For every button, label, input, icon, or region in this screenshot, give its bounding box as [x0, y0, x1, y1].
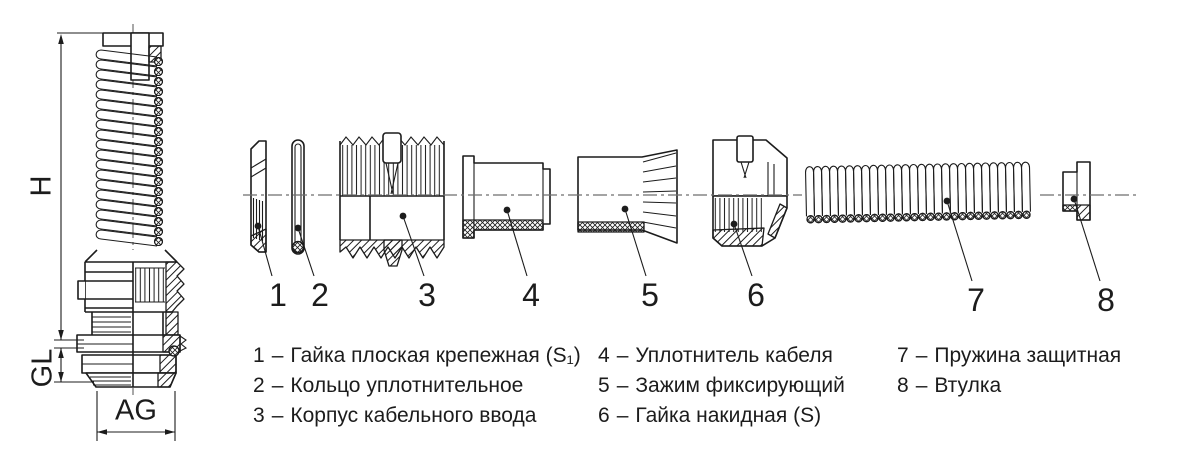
callout-8: 8 — [1097, 282, 1115, 318]
legend-part-number: 8 — [897, 374, 909, 397]
legend-dash: – — [616, 374, 629, 397]
legend-part-number: 4 — [598, 344, 610, 367]
callout-7: 7 — [967, 282, 985, 318]
legend-part-number: 2 — [253, 374, 265, 397]
assembled-spring — [95, 49, 164, 247]
dimension-label-h: H — [25, 175, 58, 197]
legend-part-name: Корпус кабельного ввода — [290, 404, 537, 427]
legend-part-number: 6 — [598, 404, 610, 427]
legend-column-1: 1–Гайка плоская крепежная (S₁) 2–Кольцо … — [253, 344, 581, 434]
callout-3: 3 — [418, 277, 436, 313]
callout-leaders — [254, 195, 1101, 282]
legend-column-3: 7–Пружина защитная 8–Втулка — [897, 344, 1121, 404]
legend-part-name: Кольцо уплотнительное — [290, 374, 524, 397]
legend-part-number: 3 — [253, 404, 265, 427]
legend-dash: – — [616, 404, 629, 427]
legend-part-name: Гайка накидная (S) — [635, 404, 822, 427]
callout-1: 1 — [269, 277, 287, 313]
legend-dash: – — [616, 344, 629, 367]
legend-column-2: 4–Уплотнитель кабеля 5–Зажим фиксирующий… — [598, 344, 845, 434]
callout-2: 2 — [311, 277, 329, 313]
legend-item-3: 3–Корпус кабельного ввода — [253, 404, 581, 434]
legend-dash: – — [271, 344, 284, 367]
part-2-o-ring-drawing — [291, 139, 305, 255]
assembled-view-drawing — [54, 24, 188, 441]
dimension-lines — [54, 32, 176, 441]
dimension-label-gl: GL — [26, 348, 59, 388]
legend-part-number: 5 — [598, 374, 610, 397]
legend-item-1: 1–Гайка плоская крепежная (S₁) — [253, 344, 581, 374]
dimension-label-ag: AG — [115, 394, 157, 427]
legend-item-4: 4–Уплотнитель кабеля — [598, 344, 845, 374]
legend-item-6: 6–Гайка накидная (S) — [598, 404, 845, 434]
legend-item-7: 7–Пружина защитная — [897, 344, 1121, 374]
part-1-flat-nut-drawing — [250, 140, 267, 253]
part-7-spring-drawing — [804, 161, 1032, 224]
part-5-clamp-drawing — [577, 149, 678, 244]
legend-dash: – — [915, 344, 928, 367]
part-4-seal-drawing — [462, 155, 551, 239]
part-3-body-drawing — [339, 132, 445, 267]
legend-dash: – — [915, 374, 928, 397]
legend-part-name: Втулка — [934, 374, 1002, 397]
callout-4: 4 — [522, 277, 540, 313]
legend-part-name: Уплотнитель кабеля — [635, 344, 833, 367]
callout-6: 6 — [747, 277, 765, 313]
part-6-cap-nut-drawing — [712, 135, 788, 247]
legend-item-8: 8–Втулка — [897, 374, 1121, 404]
legend-item-2: 2–Кольцо уплотнительное — [253, 374, 581, 404]
legend-part-number: 7 — [897, 344, 909, 367]
legend-part-name: Гайка плоская крепежная (S₁) — [290, 344, 581, 367]
legend-dash: – — [271, 374, 284, 397]
legend-part-name: Пружина защитная — [934, 344, 1122, 367]
part-8-bushing-drawing — [1062, 161, 1091, 221]
legend-item-5: 5–Зажим фиксирующий — [598, 374, 845, 404]
callout-5: 5 — [641, 277, 659, 313]
legend-dash: – — [271, 404, 284, 427]
legend-part-number: 1 — [253, 344, 265, 367]
legend-part-name: Зажим фиксирующий — [635, 374, 845, 397]
